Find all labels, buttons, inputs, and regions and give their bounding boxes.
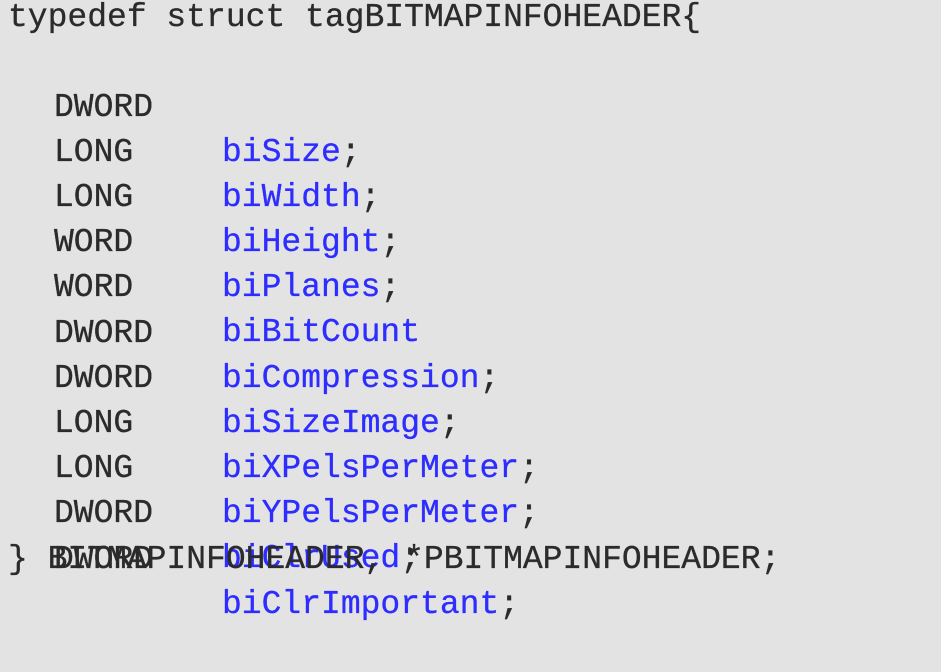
struct-member-line: DWORD biSize;: [0, 40, 361, 171]
struct-member-line: WORD biBitCount: [0, 220, 420, 351]
struct-member-line: DWORD biSizeImage;: [0, 311, 460, 442]
member-type: DWORD: [54, 89, 154, 126]
member-name: biYPelsPerMeter;: [222, 495, 539, 532]
struct-footer-line: } BITMAPINFOHEADER, *PBITMAPINFOHEADER;: [8, 541, 781, 578]
member-type: LONG: [54, 450, 134, 487]
member-type: LONG: [54, 134, 134, 171]
struct-member-line: WORD biPlanes;: [0, 175, 401, 306]
member-type: DWORD: [54, 541, 154, 578]
struct-member-line: LONG biHeight;: [0, 130, 401, 261]
member-type: LONG: [54, 179, 134, 216]
member-name: biClrImportant;: [222, 586, 520, 623]
struct-member-line: DWORD biCompression;: [0, 266, 500, 397]
member-name: biXPelsPerMeter;: [222, 450, 539, 487]
struct-member-line: DWORD biClrUsed;: [0, 446, 420, 577]
member-type: DWORD: [54, 315, 154, 352]
member-name: biPlanes;: [222, 269, 401, 306]
member-type: DWORD: [54, 495, 154, 532]
member-type: WORD: [54, 224, 134, 261]
member-type: WORD: [54, 269, 134, 306]
struct-header-line: typedef struct tagBITMAPINFOHEADER{: [8, 0, 702, 36]
member-type: DWORD: [54, 360, 154, 397]
member-name: biWidth;: [222, 179, 381, 216]
member-name: biHeight;: [222, 224, 401, 261]
member-type: LONG: [54, 405, 134, 442]
member-name: biBitCount: [222, 314, 421, 351]
code-block: typedef struct tagBITMAPINFOHEADER{ DWOR…: [0, 0, 781, 624]
struct-member-line: LONG biYPelsPerMeter;: [0, 401, 539, 532]
member-name: biClrUsed;: [222, 540, 421, 577]
member-name: biCompression;: [222, 360, 500, 397]
member-name: biSizeImage;: [222, 405, 460, 442]
struct-member-line: LONG biWidth;: [0, 85, 381, 216]
struct-member-line: DWORD biClrImportant;: [0, 492, 519, 623]
member-name: biSize;: [222, 134, 361, 171]
struct-member-line: LONG biXPelsPerMeter;: [0, 356, 539, 487]
